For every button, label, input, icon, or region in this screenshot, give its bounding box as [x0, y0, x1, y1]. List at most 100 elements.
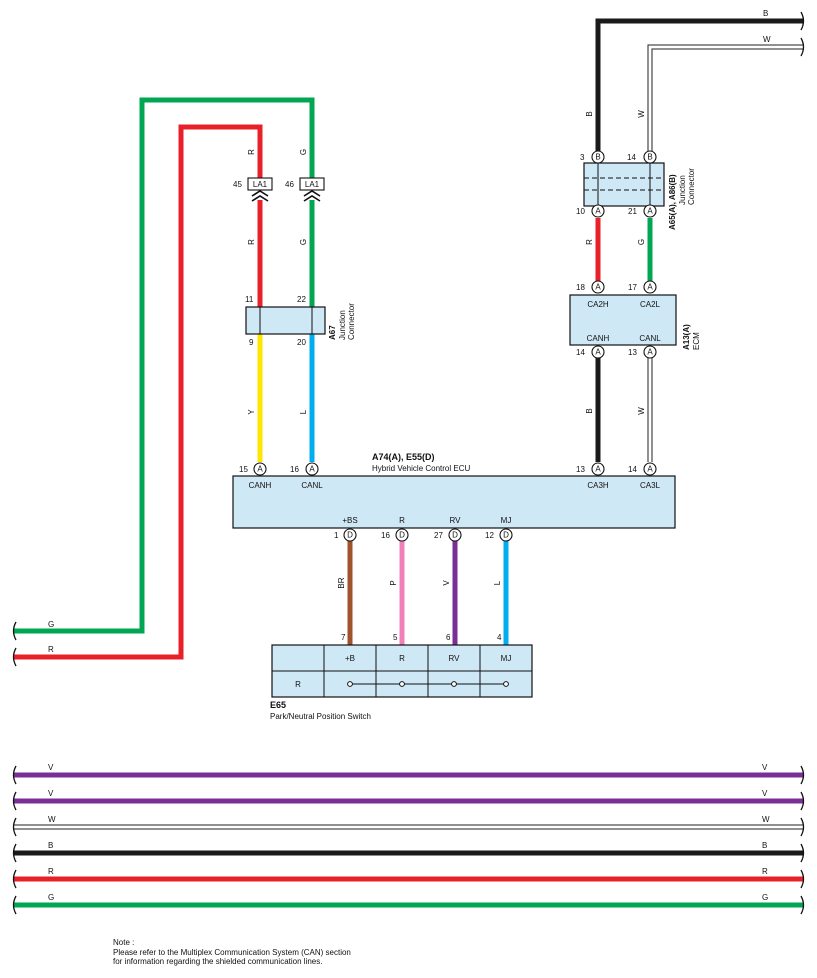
label-g-1: G [299, 149, 308, 155]
svg-text:CA2L: CA2L [640, 300, 661, 309]
label-b-top: B [763, 9, 768, 18]
svg-text:ECM: ECM [692, 332, 701, 350]
svg-text:14: 14 [627, 153, 636, 162]
svg-text:1: 1 [334, 531, 339, 540]
svg-text:Note :: Note : [113, 938, 134, 947]
svg-text:RV: RV [450, 516, 462, 525]
label-r-left: R [48, 645, 54, 654]
svg-text:A67: A67 [328, 325, 337, 340]
svg-text:B: B [595, 153, 600, 162]
svg-text:+B: +B [345, 654, 355, 663]
svg-text:D: D [347, 531, 353, 540]
svg-text:9: 9 [249, 338, 254, 347]
label-w-top-v: W [637, 110, 646, 118]
label-r-2: R [247, 239, 256, 245]
svg-text:CANL: CANL [301, 481, 323, 490]
label-v: V [442, 580, 451, 586]
svg-text:5: 5 [393, 633, 398, 642]
svg-text:A13(A): A13(A) [682, 324, 691, 350]
svg-text:Please refer to the Multiplex: Please refer to the Multiplex Communicat… [113, 948, 351, 957]
svg-text:27: 27 [434, 531, 443, 540]
svg-text:A: A [595, 348, 601, 357]
bus-label-g-l: G [48, 893, 54, 902]
svg-text:R: R [399, 654, 405, 663]
svg-text:3: 3 [580, 153, 585, 162]
bus-label-r-l: R [48, 867, 54, 876]
svg-text:Hybrid Vehicle Control ECU: Hybrid Vehicle Control ECU [372, 464, 470, 473]
svg-text:MJ: MJ [501, 516, 512, 525]
svg-text:21: 21 [628, 207, 637, 216]
svg-text:A: A [595, 283, 601, 292]
svg-text:CANH: CANH [249, 481, 272, 490]
svg-text:A: A [647, 207, 653, 216]
la1-connector-46: LA1 46 [285, 177, 325, 202]
bus-label-v1-l: V [48, 763, 54, 772]
label-w-ecm: W [637, 407, 646, 415]
svg-text:45: 45 [233, 180, 242, 189]
svg-text:CA2H: CA2H [587, 300, 609, 309]
label-br: BR [337, 577, 346, 588]
svg-text:CA3H: CA3H [587, 481, 609, 490]
svg-text:E65: E65 [270, 700, 286, 710]
svg-text:R: R [399, 516, 405, 525]
bus-label-g-r: G [762, 893, 768, 902]
bus-label-w-r: W [762, 815, 770, 824]
svg-text:D: D [503, 531, 509, 540]
label-y: Y [247, 409, 256, 415]
svg-text:17: 17 [628, 283, 637, 292]
label-r-1: R [247, 149, 256, 155]
svg-text:+BS: +BS [342, 516, 357, 525]
wire-w-top-outline [647, 44, 803, 152]
svg-text:16: 16 [381, 531, 390, 540]
svg-text:D: D [399, 531, 405, 540]
svg-text:46: 46 [285, 180, 294, 189]
svg-text:Junction: Junction [678, 175, 687, 205]
hybrid-vehicle-control-ecu: A74(A), E55(D) Hybrid Vehicle Control EC… [232, 452, 676, 529]
svg-text:R: R [295, 680, 301, 689]
a13-ecm: CA2H CA2L CANH CANL A13(A) ECM [569, 294, 701, 350]
svg-text:A: A [309, 465, 315, 474]
svg-text:for information regarding the: for information regarding the shielded c… [113, 957, 322, 966]
svg-text:A: A [647, 348, 653, 357]
svg-text:D: D [452, 531, 458, 540]
svg-text:12: 12 [485, 531, 494, 540]
svg-text:Junction: Junction [338, 310, 347, 340]
svg-text:MJ: MJ [501, 654, 512, 663]
svg-text:LA1: LA1 [305, 180, 320, 189]
label-r-a65: R [585, 239, 594, 245]
svg-text:A: A [257, 465, 263, 474]
svg-text:14: 14 [628, 465, 637, 474]
svg-text:A74(A), E55(D): A74(A), E55(D) [372, 452, 435, 462]
bus-label-w-l: W [48, 815, 56, 824]
svg-text:CANH: CANH [587, 334, 610, 343]
svg-text:15: 15 [239, 465, 248, 474]
label-b-top-v: B [585, 111, 594, 116]
note: Note : Please refer to the Multiplex Com… [113, 938, 351, 966]
svg-text:LA1: LA1 [253, 180, 268, 189]
svg-text:11: 11 [245, 295, 254, 304]
svg-text:CA3L: CA3L [640, 481, 661, 490]
a65-pins: B B A A 3 14 10 21 [576, 150, 657, 218]
wire-b-top [595, 18, 803, 152]
label-l-2: L [493, 580, 502, 585]
wire-break-marks [12, 11, 805, 915]
svg-text:A: A [595, 207, 601, 216]
svg-text:Connector: Connector [687, 168, 696, 205]
svg-text:4: 4 [497, 633, 502, 642]
ecu-pins: A A A A 15 16 13 14 D D D D 1 16 27 12 [239, 462, 657, 542]
svg-text:Park/Neutral Position Switch: Park/Neutral Position Switch [270, 712, 371, 721]
label-l: L [299, 409, 308, 414]
label-b-ecm: B [585, 408, 594, 413]
a67-junction-connector: 11 22 9 20 A67 Junction Connector [245, 295, 356, 347]
a13-pins: A A A A 18 17 14 13 [576, 280, 657, 359]
svg-text:7: 7 [341, 633, 346, 642]
svg-text:A65(A), A86(B): A65(A), A86(B) [668, 174, 677, 230]
svg-text:22: 22 [297, 295, 306, 304]
la1-connector-45: LA1 45 [233, 177, 273, 202]
wire-r-left [14, 124, 263, 660]
bus-label-v2-l: V [48, 789, 54, 798]
bus-label-b-r: B [762, 841, 767, 850]
svg-text:6: 6 [446, 633, 451, 642]
svg-text:RV: RV [449, 654, 461, 663]
svg-text:10: 10 [576, 207, 585, 216]
